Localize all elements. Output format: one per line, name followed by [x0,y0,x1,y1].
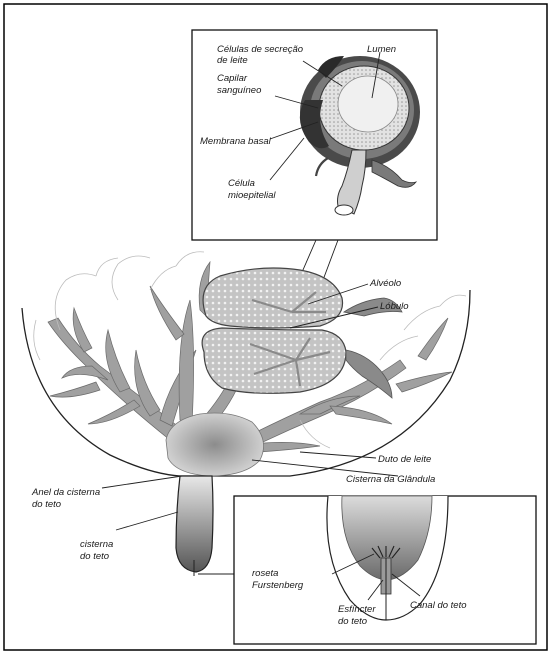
label-roseta-1: roseta [252,568,278,579]
label-cisterna-teto-1: cisterna [80,539,113,550]
label-celula-mio-1: Célula [228,178,255,189]
teat [176,476,213,576]
label-celulas-secrecao-1: Células de secreção [217,44,303,55]
label-capilar-2: sanguíneo [217,85,261,96]
label-canal-teto: Canal do teto [410,600,467,611]
label-membrana-basal: Membrana basal [200,136,272,147]
label-lobulo: Lóbulo [380,301,409,312]
label-cisterna-glandula: Cisterna da Glândula [346,474,435,485]
label-anel-2: do teto [32,499,61,510]
label-lumen: Lumen [367,44,396,55]
gland-cistern [166,413,264,476]
label-roseta-2: Furstenberg [252,580,304,591]
label-duto-leite: Duto de leite [378,454,431,465]
label-celula-mio-2: mioepitelial [228,190,276,201]
label-alveolo: Alvéolo [369,278,401,289]
label-capilar-1: Capilar [217,73,248,84]
label-esfincter-1: Esfíncter [338,604,376,615]
label-esfincter-2: do teto [338,616,367,627]
label-celulas-secrecao-2: de leite [217,55,248,66]
label-anel-1: Anel da cisterna [31,487,100,498]
label-cisterna-teto-2: do teto [80,551,109,562]
